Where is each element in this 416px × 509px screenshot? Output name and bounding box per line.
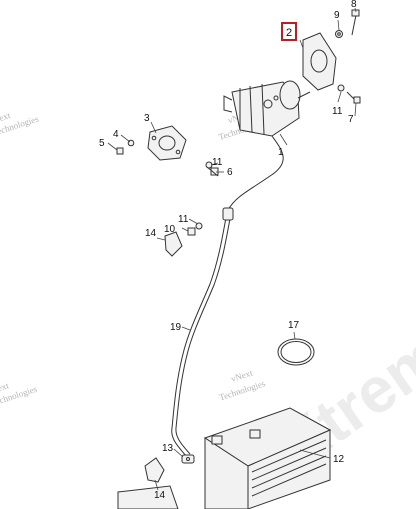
highlight-box-2 xyxy=(281,22,297,41)
nut-5 xyxy=(116,147,124,155)
callout-19: 19 xyxy=(170,322,182,333)
callout-14-top: 14 xyxy=(145,228,157,239)
bolt-6 xyxy=(206,166,219,177)
callout-14-bottom: 14 xyxy=(154,490,166,501)
callout-1: 1 xyxy=(278,147,284,158)
battery-12 xyxy=(203,407,332,509)
nut-10 xyxy=(187,227,196,236)
watermark-group-1: vNext Technologies xyxy=(0,110,40,138)
nut-9 xyxy=(335,30,343,38)
ring-17 xyxy=(277,338,315,366)
callout-12: 12 xyxy=(333,454,345,465)
boot-14-top xyxy=(164,231,183,257)
callout-5: 5 xyxy=(99,138,105,149)
washer-11-right xyxy=(337,84,345,92)
callout-10: 10 xyxy=(164,224,176,235)
bolt-7 xyxy=(346,91,361,104)
battery-box xyxy=(117,485,179,509)
bolt-8 xyxy=(351,9,360,36)
cable-19 xyxy=(171,135,284,457)
callout-11-right: 11 xyxy=(332,106,343,117)
leader-lines xyxy=(107,7,357,491)
callout-13: 13 xyxy=(162,443,174,454)
watermark-line1: vNext xyxy=(0,380,10,396)
callout-labels: 1 2 3 4 5 6 7 8 9 10 11 11 11 12 13 14 1… xyxy=(99,0,357,501)
starter-bracket xyxy=(302,32,337,91)
watermark-group-3: vNext Technologies xyxy=(0,380,39,408)
terminal-13 xyxy=(181,454,195,464)
cable-terminal-top xyxy=(222,207,234,221)
washer-11-left xyxy=(195,222,203,230)
callout-2: 2 xyxy=(286,27,292,39)
callout-6: 6 xyxy=(227,167,233,178)
callout-11-left: 11 xyxy=(178,214,189,225)
callout-8: 8 xyxy=(351,0,357,10)
watermark-group-4: vNext Technologies xyxy=(218,367,267,402)
gasket-3 xyxy=(147,125,187,161)
watermark-line1: vNext xyxy=(0,110,12,126)
watermark-line2: Technologies xyxy=(218,378,267,402)
callout-11-mid: 11 xyxy=(212,157,223,168)
starter-motor xyxy=(223,80,311,137)
callout-4: 4 xyxy=(113,129,119,140)
callout-9: 9 xyxy=(334,10,340,21)
callout-7: 7 xyxy=(348,114,354,125)
callout-17: 17 xyxy=(288,320,300,331)
callout-3: 3 xyxy=(144,113,150,124)
boot-14-bottom xyxy=(144,457,165,483)
